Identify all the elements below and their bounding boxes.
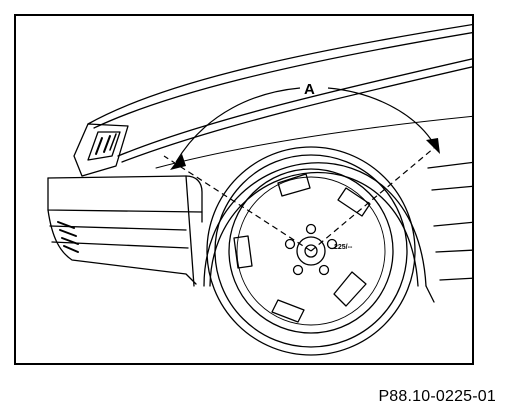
- dimension-arrowhead-rear: [426, 138, 440, 154]
- figure-code: P88.10-0225-01: [378, 388, 496, 405]
- lug-nut: [326, 238, 338, 250]
- door-line: [435, 249, 472, 253]
- fender-top-line: [117, 58, 472, 157]
- lug-nut: [284, 238, 296, 250]
- fender-top-line: [121, 66, 472, 163]
- fender-wheel-arch-illustration: A 225/--: [47, 23, 472, 356]
- headlamp-lens: [95, 137, 103, 155]
- rim-window: [271, 299, 305, 323]
- door-line: [439, 277, 472, 281]
- rim-window: [333, 271, 367, 307]
- bumper-outline: [47, 177, 203, 213]
- lug-nut: [318, 264, 330, 276]
- rim-window: [233, 235, 253, 269]
- wheel-size-marking: 225/--: [334, 244, 353, 251]
- headlamp-lens: [109, 133, 117, 151]
- door-line: [431, 185, 472, 191]
- rim-window: [337, 187, 371, 217]
- tire-inner: [214, 154, 408, 348]
- hood-line: [93, 32, 472, 129]
- wheel-hub: [296, 236, 326, 266]
- door-line: [433, 221, 472, 227]
- measurement-line-rear: [310, 147, 435, 252]
- bumper-outline: [47, 175, 203, 223]
- headlamp-lens: [103, 135, 111, 153]
- wheel-hub-center: [304, 244, 318, 258]
- fender-front-edge: [185, 175, 195, 287]
- headlamp-outline: [73, 123, 129, 177]
- wheel-rim: [228, 168, 394, 334]
- lug-nut: [305, 223, 317, 235]
- fender-rear-edge: [425, 285, 435, 303]
- lug-nut: [292, 264, 304, 276]
- door-line: [427, 161, 472, 169]
- fender-crease-line: [155, 115, 472, 169]
- hood-line: [87, 23, 472, 125]
- tire-outer: [206, 146, 416, 356]
- dimension-arrowhead-front: [170, 154, 186, 170]
- measurement-line-front: [163, 155, 312, 252]
- wheel-rim-inner: [236, 176, 386, 326]
- dimension-arc: [175, 87, 301, 163]
- diagram-frame: A 225/--: [14, 14, 474, 365]
- headlamp-lens: [87, 131, 121, 161]
- fog-lamp-slots: [57, 221, 79, 253]
- dimension-arc: [327, 87, 435, 145]
- rim-window: [277, 173, 311, 197]
- bumper-outline: [47, 209, 197, 285]
- dimension-label-a: A: [304, 81, 315, 98]
